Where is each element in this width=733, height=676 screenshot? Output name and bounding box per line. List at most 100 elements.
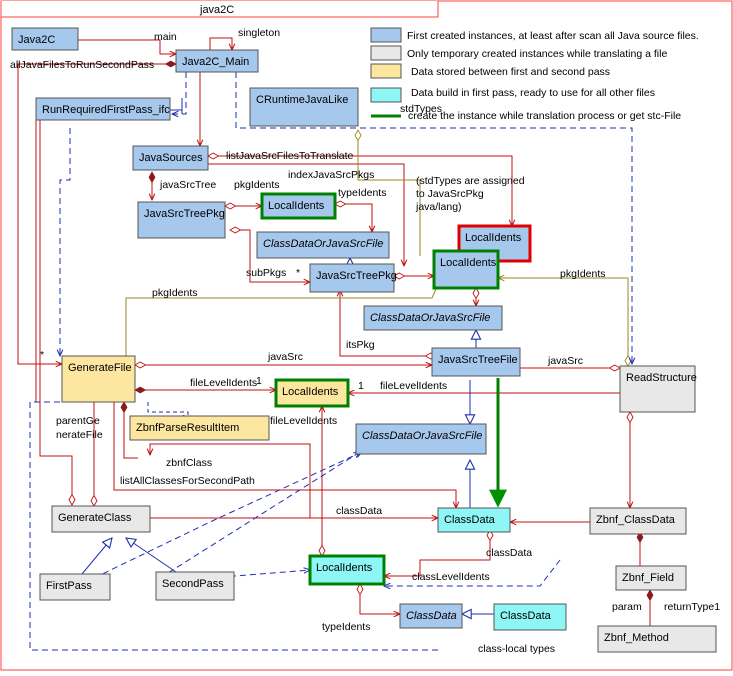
class-box-label: RunRequiredFirstPass_ifc [42, 104, 170, 116]
class-box-label: JavaSrcTreePkg [144, 208, 225, 220]
frame-tab [0, 1, 439, 18]
dep-main-runrequired [172, 72, 187, 114]
dep-main-readstructure [235, 72, 632, 364]
label-file-level-idents-2: fileLevelIdents [380, 380, 447, 392]
assoc-type-idents-1 [335, 204, 372, 232]
class-box-localidents-top: LocalIdents [260, 192, 337, 220]
dep-bottom-loop [29, 401, 441, 651]
legend: First created instances, at least after … [370, 27, 699, 122]
assoc-class-level-idents [384, 530, 490, 576]
label-type-idents-2: typeIdents [322, 621, 370, 633]
class-box-classdata-or-2: ClassDataOrJavaSrcFile [363, 305, 503, 331]
label-one-1: 1 [256, 375, 262, 387]
class-box-rect [619, 365, 696, 413]
class-box-rect [399, 603, 463, 629]
label-one-2: 1 [358, 380, 364, 392]
class-box-label: FirstPass [46, 580, 92, 592]
label-star-1: * [296, 267, 300, 279]
association-labels: main singleton allJavaFilesToRunSecondPa… [10, 27, 720, 655]
label-param: param [612, 601, 642, 613]
class-box-rect [309, 263, 395, 293]
class-box-label: GenerateFile [68, 362, 132, 374]
assoc-its-pkg [340, 290, 436, 356]
class-box-label: JavaSources [139, 152, 203, 164]
label-std-note-3: java/lang) [415, 201, 462, 213]
class-box-label: ClassDataOrJavaSrcFile [362, 430, 482, 442]
label-java-src-2: javaSrc [547, 355, 583, 367]
label-singleton: singleton [238, 27, 280, 39]
class-box-label: Java2C_Main [182, 56, 249, 68]
class-box-label: JavaSrcTreePkg [316, 270, 397, 282]
class-box-rect [155, 571, 235, 601]
class-box-label: LocalIdents [282, 386, 339, 398]
class-box-zbnfparse: ZbnfParseResultItem [129, 415, 270, 441]
assoc-main [78, 39, 176, 54]
label-class-level-idents: classLevelIdents [412, 571, 490, 583]
class-box-rect [493, 603, 567, 631]
label-index-pkgs: indexJavaSrcPkgs [288, 169, 374, 181]
class-box-label: LocalIdents [465, 232, 522, 244]
class-box-classdata-or-1: ClassDataOrJavaSrcFile [256, 231, 390, 259]
class-box-zbnf-field: Zbnf_Field [615, 565, 687, 591]
assoc-index-pkgs [208, 163, 404, 266]
class-box-secondpass: SecondPass [155, 571, 235, 601]
class-box-javasrctreepkg-2: JavaSrcTreePkg [309, 263, 397, 293]
class-box-label: ClassDataOrJavaSrcFile [263, 238, 383, 250]
class-box-label: ClassDataOrJavaSrcFile [370, 312, 490, 324]
class-box-java2c: Java2C [11, 27, 79, 51]
label-file-level-idents-3: fileLevelIdents [270, 415, 337, 427]
class-box-javasources: JavaSources [132, 145, 209, 171]
class-box-classdata-main: ClassData [437, 507, 511, 533]
label-pkg-idents-2: pkgIdents [152, 287, 198, 299]
assoc-sub-pkgs [230, 230, 310, 282]
dep-firstpass-classdataor [93, 452, 362, 579]
label-its-pkg: itsPkg [346, 339, 375, 351]
legend-text-blue: First created instances, at least after … [407, 30, 699, 42]
class-box-localidents-file: LocalIdents [274, 378, 350, 408]
class-box-label: Zbnf_Field [622, 572, 674, 584]
class-box-rect [615, 565, 687, 591]
assoc-zbnf-class [150, 443, 311, 518]
class-box-rect [260, 192, 337, 220]
class-box-readstructure: ReadStructure [619, 365, 697, 413]
class-box-label: Zbnf_Method [604, 632, 669, 644]
label-file-level-idents-1: fileLevelIdents [190, 377, 257, 389]
class-box-localidents-class: LocalIdents [308, 554, 386, 586]
class-box-zbnf-method: Zbnf_Method [597, 625, 717, 653]
assoc-list-java-src [208, 156, 512, 226]
inh-secondpass [126, 538, 177, 573]
class-box-generatefile: GenerateFile [61, 355, 136, 403]
class-box-rect [256, 231, 390, 259]
class-box-label: ClassData [444, 514, 496, 526]
class-box-rect [431, 347, 521, 377]
dep-secondpass-local [209, 570, 310, 579]
legend-text-gray: Only temporary created instances while t… [407, 48, 667, 60]
class-box-label: LocalIdents [316, 562, 373, 574]
class-box-javasrctreefile: JavaSrcTreeFile [431, 347, 521, 377]
label-class-data-1: classData [336, 505, 382, 517]
legend-text-yellow: Data stored between first and second pas… [411, 66, 610, 78]
class-box-rect [175, 49, 259, 73]
class-box-runrequired: RunRequiredFirstPass_ifc [35, 97, 171, 121]
assoc-pkg-idents-readstructure [498, 278, 628, 366]
label-list-java-src: listJavaSrcFilesToTranslate [226, 150, 354, 162]
legend-text-green: create the instance while translation pr… [408, 110, 681, 122]
class-box-rect [355, 423, 487, 455]
label-zbnf-class: zbnfClass [166, 457, 212, 469]
label-std-types: stdTypes [400, 103, 442, 115]
class-box-cruntime: CRuntimeJavaLike [249, 87, 359, 127]
assoc-list-all-classes [113, 402, 456, 508]
class-box-rect [11, 27, 79, 51]
inh-firstpass [81, 538, 112, 575]
class-box-label: Zbnf_ClassData [596, 514, 676, 526]
assoc-parent-generate-file [40, 102, 72, 505]
class-box-zbnf-classdata: Zbnf_ClassData [589, 507, 687, 535]
class-box-label: GenerateClass [58, 512, 132, 524]
class-box-rect [129, 415, 270, 441]
class-box-rect [132, 145, 209, 171]
class-box-rect [249, 87, 359, 127]
label-class-data-2: classData [486, 547, 532, 559]
class-box-rect [61, 355, 136, 403]
class-box-rect [363, 305, 503, 331]
